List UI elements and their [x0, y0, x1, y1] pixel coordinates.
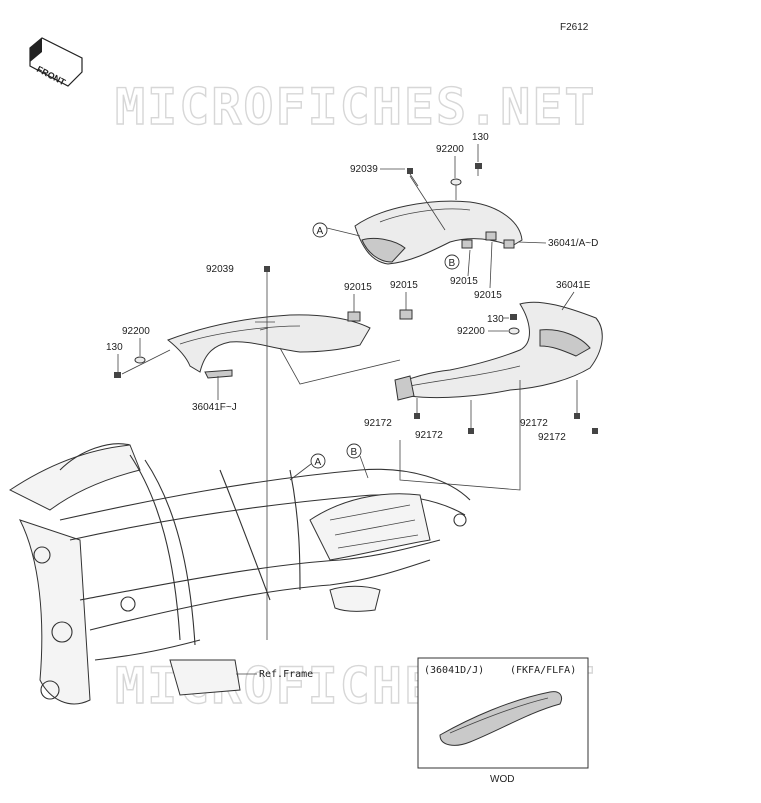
bolt-icon — [114, 372, 121, 378]
part-number-92172: 92172 — [538, 432, 566, 443]
bolt-icon — [574, 413, 580, 419]
washer-icon — [508, 327, 520, 335]
callout-b-label: B — [449, 258, 456, 269]
part-number-130: 130 — [487, 314, 504, 325]
part-number-92172: 92172 — [415, 430, 443, 441]
seat-cover-upper — [354, 200, 523, 265]
ref-frame-label: Ref.Frame — [259, 669, 313, 680]
part-number-130: 130 — [472, 132, 489, 143]
part-number-92172: 92172 — [520, 418, 548, 429]
callout-b — [444, 254, 460, 270]
callout-a-label: A — [317, 226, 324, 237]
part-number-92172: 92172 — [364, 418, 392, 429]
inset-caption: WOD — [490, 774, 514, 785]
washer-icon — [450, 178, 462, 186]
variant-inset: (36041D/J) (FKFA/FLFA) WOD — [417, 657, 589, 785]
figure-code: F2612 — [560, 22, 589, 33]
part-number-36041f-j: 36041F~J — [192, 402, 237, 413]
callout-a — [312, 222, 328, 238]
bolt-icon — [407, 168, 419, 187]
part-number-92200: 92200 — [122, 326, 150, 337]
part-number-92039: 92039 — [206, 264, 234, 275]
part-number-92200: 92200 — [436, 144, 464, 155]
bolt-icon — [468, 428, 474, 434]
seat-cover-left — [167, 314, 371, 379]
inset-left-label: (36041D/J) — [424, 665, 484, 676]
washer-icon — [134, 356, 146, 364]
part-number-92015: 92015 — [390, 280, 418, 291]
frame-assembly — [9, 443, 471, 705]
part-number-130: 130 — [106, 342, 123, 353]
bolt-icon — [414, 413, 420, 419]
part-number-92015: 92015 — [474, 290, 502, 301]
part-number-92039: 92039 — [350, 164, 378, 175]
callout-a-label: A — [315, 457, 322, 468]
callout-b-label: B — [351, 447, 358, 458]
callout-b — [346, 443, 362, 459]
clip-icon — [399, 309, 413, 320]
part-number-92015: 92015 — [450, 276, 478, 287]
callout-a — [310, 453, 326, 469]
inset-right-label: (FKFA/FLFA) — [510, 665, 576, 676]
watermark-top: MICROFICHES.NET — [115, 78, 597, 136]
bolt-icon — [510, 314, 517, 320]
part-number-92015: 92015 — [344, 282, 372, 293]
seat-cover-right — [394, 301, 603, 401]
part-number-92200: 92200 — [457, 326, 485, 337]
part-number-36041e: 36041E — [556, 280, 591, 291]
bolt-icon — [264, 266, 270, 272]
front-arrow-icon: FRONT — [29, 37, 83, 88]
part-number-36041-a-d: 36041/A~D — [548, 238, 598, 249]
clip-icon — [347, 311, 361, 322]
bolt-icon — [592, 428, 598, 434]
bolt-icon — [475, 163, 482, 176]
